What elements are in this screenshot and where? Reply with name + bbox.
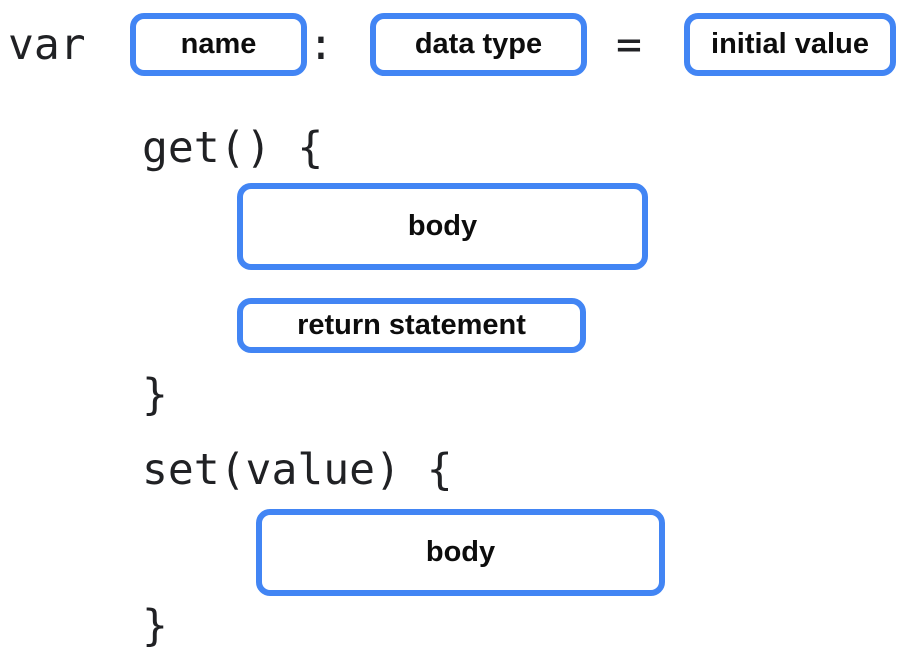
equals-token: =	[616, 20, 642, 70]
getter-body-slot-label: body	[407, 210, 478, 242]
colon-token: :	[308, 20, 334, 70]
name-slot-label: name	[180, 28, 257, 60]
getter-open-code: get() {	[142, 123, 324, 173]
setter-body-slot-label: body	[425, 536, 496, 568]
var-keyword: var	[8, 20, 86, 70]
name-slot-box: name	[130, 13, 307, 76]
initial-value-slot-box: initial value	[684, 13, 896, 76]
setter-open-code: set(value) {	[142, 445, 453, 495]
getter-close-brace: }	[142, 370, 168, 420]
setter-close-brace: }	[142, 601, 168, 651]
return-statement-slot-label: return statement	[297, 309, 526, 341]
getter-body-slot-box: body	[237, 183, 648, 270]
data-type-slot-label: data type	[414, 28, 543, 60]
setter-body-slot-box: body	[256, 509, 665, 596]
data-type-slot-box: data type	[370, 13, 587, 76]
initial-value-slot-label: initial value	[711, 28, 869, 60]
return-statement-slot-box: return statement	[237, 298, 586, 353]
